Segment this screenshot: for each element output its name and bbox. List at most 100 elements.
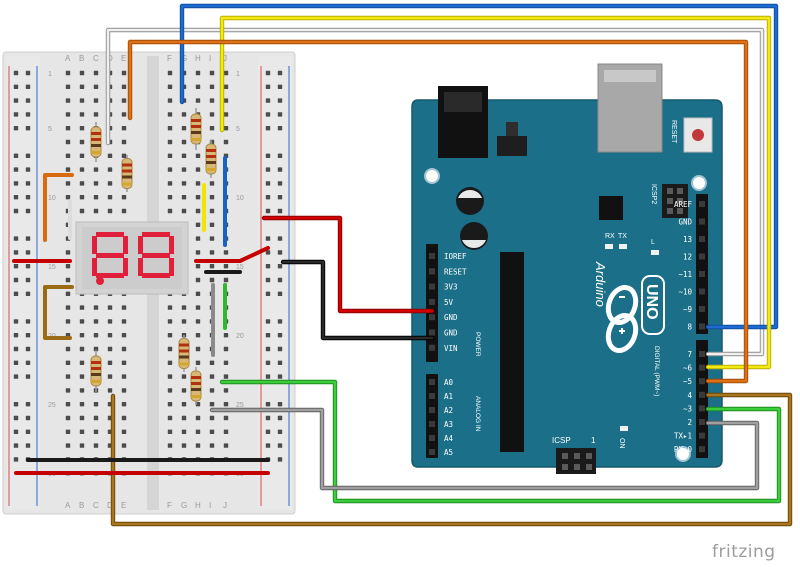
breadboard-hole: [79, 429, 85, 434]
column-letter: D: [107, 501, 113, 510]
on-led: [620, 426, 628, 431]
header-pin: [429, 421, 435, 427]
tx-led: [619, 244, 627, 249]
breadboard-hole: [181, 126, 187, 131]
breadboard-hole: [79, 346, 85, 352]
analog-pin-label: A1: [444, 392, 453, 401]
rail-hole: [277, 402, 283, 407]
breadboard-hole: [107, 167, 113, 172]
rail-hole: [13, 319, 19, 324]
rail-hole: [13, 264, 19, 269]
resistor: [205, 143, 217, 175]
rail-hole: [13, 333, 19, 338]
breadboard-hole: [65, 415, 71, 421]
breadboard-hole: [65, 443, 71, 448]
breadboard-hole: [121, 139, 127, 145]
breadboard-hole: [167, 402, 173, 407]
breadboard-hole: [223, 346, 229, 352]
rail-hole: [13, 250, 19, 255]
digital-pin-label: 7: [687, 350, 692, 359]
breadboard-hole: [121, 360, 127, 365]
breadboard-hole: [167, 360, 173, 365]
header-pin: [699, 288, 705, 295]
column-letter: G: [181, 501, 187, 510]
breadboard-hole: [209, 181, 215, 186]
breadboard-hole: [93, 402, 99, 407]
rail-hole: [13, 443, 19, 448]
rail-hole: [13, 429, 19, 434]
breadboard-hole: [167, 167, 173, 172]
breadboard-hole: [65, 195, 71, 200]
breadboard-hole: [79, 443, 85, 448]
digital-pin-label: RX◂0: [674, 445, 693, 454]
rail-hole: [277, 374, 283, 379]
rail-hole: [265, 181, 271, 186]
breadboard-hole: [79, 360, 85, 365]
breadboard-hole: [195, 291, 201, 296]
rail-hole: [265, 126, 271, 131]
header-pin: [429, 393, 435, 399]
digital-pin-label: 8: [687, 323, 692, 332]
rail-hole: [13, 291, 19, 296]
breadboard-hole: [209, 388, 215, 393]
header-pin: [429, 344, 435, 351]
breadboard-hole: [195, 277, 201, 283]
rail-hole: [265, 167, 271, 172]
header-pin: [699, 419, 705, 425]
rail-hole: [277, 277, 283, 283]
l-label: L: [651, 239, 655, 246]
segment-bar: [123, 258, 128, 276]
row-number: 10: [48, 195, 56, 202]
breadboard-hole: [93, 208, 99, 214]
rail-hole: [25, 167, 31, 172]
segment-bar: [142, 253, 170, 258]
breadboard-hole: [167, 195, 173, 200]
breadboard-hole: [65, 139, 71, 145]
header-pin: [699, 351, 705, 357]
rail-hole: [265, 112, 271, 117]
breadboard-hole: [107, 333, 113, 338]
rail-hole: [25, 374, 31, 379]
breadboard-hole: [181, 181, 187, 186]
digital-pin-label: ~9: [683, 305, 692, 314]
breadboard-hole: [121, 153, 127, 158]
breadboard-hole: [223, 374, 229, 379]
rail-hole: [265, 208, 271, 214]
icsp2-label: ICSP2: [650, 184, 657, 204]
rail-hole: [265, 346, 271, 352]
rail-hole: [265, 374, 271, 379]
header-pin: [699, 432, 705, 439]
column-letter: E: [121, 501, 126, 510]
row-number: 25: [48, 402, 56, 409]
breadboard-hole: [167, 429, 173, 434]
digital-header-bottom: [696, 340, 708, 458]
rail-hole: [25, 70, 31, 76]
rail-hole: [13, 457, 19, 462]
rail-hole: [277, 181, 283, 186]
breadboard-hole: [195, 222, 201, 227]
header-pin: [699, 446, 705, 453]
rail-hole: [25, 250, 31, 255]
breadboard-hole: [167, 374, 173, 379]
power-pin-label: 5V: [444, 298, 454, 307]
column-letter: H: [195, 501, 201, 510]
breadboard-hole: [65, 126, 71, 131]
breadboard-hole: [79, 98, 85, 103]
digital-pin-label: AREF: [674, 200, 693, 209]
breadboard-hole: [79, 319, 85, 324]
header-pin: [429, 314, 435, 321]
rail-hole: [13, 167, 19, 172]
breadboard-hole: [79, 153, 85, 158]
column-letter: F: [167, 501, 172, 510]
header-pin: [699, 306, 705, 312]
row-number: 20: [236, 333, 244, 340]
rail-hole: [265, 264, 271, 269]
breadboard-hole: [65, 250, 71, 255]
wire-orange-jumper: [43, 173, 74, 242]
mount-hole: [424, 168, 440, 184]
digital-pin-label: 12: [683, 253, 692, 262]
breadboard-hole: [223, 126, 229, 131]
breadboard-hole: [181, 153, 187, 158]
rail-hole: [13, 374, 19, 379]
